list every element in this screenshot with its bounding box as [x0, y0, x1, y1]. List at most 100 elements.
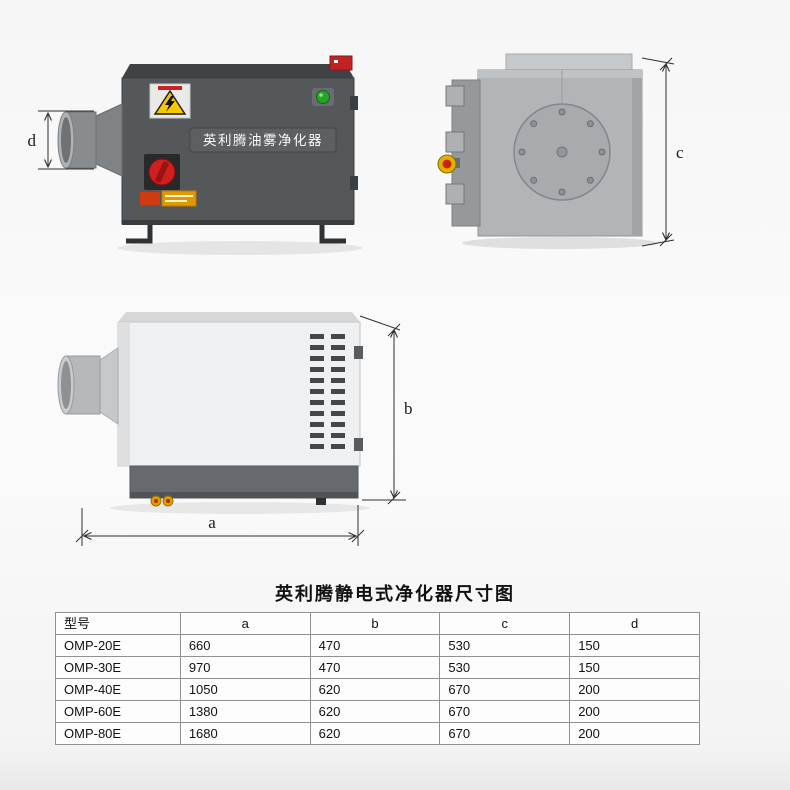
left-shade — [118, 322, 130, 466]
table-row: OMP-40E 1050 620 670 200 — [55, 678, 700, 701]
table-header-d: d — [569, 612, 700, 635]
hinge — [445, 183, 465, 205]
emergency-stop-icon — [144, 154, 180, 190]
dimension-diagram: 英利腾油雾净化器 — [28, 53, 684, 546]
cell-a: 660 — [179, 634, 311, 657]
cell-b: 620 — [309, 678, 441, 701]
dimension-label-c: c — [676, 143, 684, 162]
duct-opening — [61, 117, 71, 163]
cell-model: OMP-30E — [55, 656, 181, 679]
nameplate-text: 英利腾油雾净化器 — [203, 132, 323, 148]
table-header-a: a — [179, 612, 311, 635]
cell-b: 470 — [309, 656, 441, 679]
right-foot — [319, 225, 346, 244]
panel-top-shade — [478, 70, 642, 78]
cabinet-base-edge — [122, 220, 354, 225]
cell-model: OMP-20E — [55, 634, 181, 657]
drain-fittings — [150, 495, 174, 507]
valve-cap — [442, 159, 452, 169]
cell-d: 200 — [569, 722, 700, 745]
duct-opening — [61, 361, 71, 409]
duct-cone — [99, 347, 119, 425]
top-cap — [505, 53, 633, 71]
side-view: 英利腾油雾净化器 — [57, 55, 362, 255]
warning-labels — [140, 190, 197, 207]
base-bottom — [130, 492, 358, 498]
table-header-model: 型号 — [55, 612, 181, 635]
cell-a: 1680 — [179, 722, 311, 745]
cabinet-top-face — [122, 64, 354, 78]
cell-c: 530 — [439, 656, 571, 679]
cell-b: 620 — [309, 722, 441, 745]
cell-b: 620 — [309, 700, 441, 723]
cell-d: 150 — [569, 656, 700, 679]
latch — [354, 346, 363, 359]
table-header-b: b — [309, 612, 441, 635]
bolt — [558, 108, 566, 116]
power-button-icon — [312, 88, 334, 106]
hinge — [350, 96, 358, 110]
dimension-b: b — [359, 315, 413, 505]
left-foot — [126, 225, 153, 244]
cell-a: 970 — [179, 656, 311, 679]
red-label — [140, 192, 160, 205]
dimension-c: c — [641, 57, 684, 247]
dimension-label-d: d — [28, 131, 37, 150]
top-warning-plate-text — [334, 60, 338, 63]
button-highlight — [319, 93, 323, 97]
table-row: OMP-30E 970 470 530 150 — [55, 656, 700, 679]
hinge — [445, 131, 465, 153]
cell-b: 470 — [309, 634, 441, 657]
panel-right-shade — [632, 70, 642, 236]
lightning-bolt-icon — [165, 96, 175, 112]
nameplate: 英利腾油雾净化器 — [189, 127, 337, 153]
bolt — [530, 176, 538, 184]
valve-icon — [437, 154, 460, 174]
diagram-title: 英利腾静电式净化器尺寸图 — [275, 584, 515, 604]
fitting-cap — [154, 499, 158, 503]
cell-a: 1380 — [179, 700, 311, 723]
orange-label — [161, 190, 197, 207]
sticker-red-text — [158, 86, 182, 90]
cell-model: OMP-60E — [55, 700, 181, 723]
center-hub — [556, 146, 568, 158]
dimension-label-a: a — [208, 513, 216, 532]
shadow — [110, 502, 370, 514]
hinge — [350, 176, 358, 190]
cell-model: OMP-80E — [55, 722, 181, 745]
inlet-duct — [57, 347, 119, 425]
table-header-row: 型号 a b c d — [55, 612, 700, 635]
dimension-d: d — [28, 110, 94, 170]
hinges — [445, 85, 465, 205]
bolt — [586, 120, 594, 128]
label-line — [165, 195, 193, 197]
dimension-table: 型号 a b c d OMP-20E 660 470 530 150 OMP-3… — [55, 612, 700, 745]
switch-handle — [155, 161, 169, 183]
table-row: OMP-80E 1680 620 670 200 — [55, 722, 700, 745]
hinge — [445, 85, 465, 107]
light-side-view — [57, 312, 370, 514]
cell-d: 200 — [569, 700, 700, 723]
fitting-cap — [166, 499, 170, 503]
duct-cone — [95, 103, 123, 177]
cabinet-top-face — [118, 312, 360, 322]
shadow — [118, 241, 362, 255]
cell-c: 530 — [439, 634, 571, 657]
label-line — [165, 200, 187, 202]
bolt — [518, 148, 526, 156]
fan-plate — [513, 103, 611, 201]
nameplate-plate — [189, 127, 337, 153]
mounting-feet — [126, 225, 346, 244]
cell-d: 200 — [569, 678, 700, 701]
cell-c: 670 — [439, 722, 571, 745]
cell-c: 670 — [439, 700, 571, 723]
warning-triangle-icon — [149, 83, 191, 119]
bolt — [558, 188, 566, 196]
table-row: OMP-60E 1380 620 670 200 — [55, 700, 700, 723]
top-warning-plate — [329, 55, 353, 71]
button-dome — [316, 90, 330, 104]
latch — [354, 438, 363, 451]
dimension-label-b: b — [404, 399, 413, 418]
vent-grille — [310, 334, 352, 454]
front-view — [437, 53, 658, 249]
